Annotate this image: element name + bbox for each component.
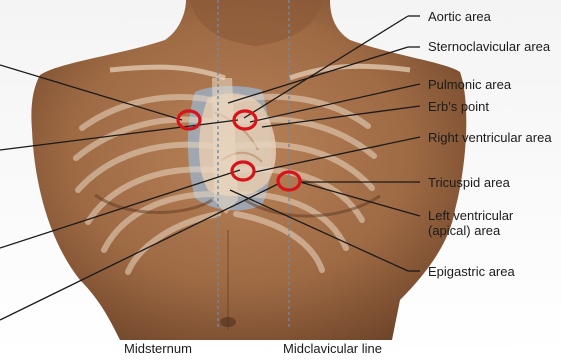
label-sternoclavicular-area: Sternoclavicular area [428,39,561,54]
navel [220,317,236,327]
label-midclavicular-line: Midclavicular line [283,341,382,356]
label-tricuspid-area: Tricuspid area [428,175,510,190]
label-midsternum: Midsternum [124,341,192,356]
label-right-ventricular-area: Right ventricular area [428,130,558,145]
label-epigastric-area: Epigastric area [428,264,515,279]
label-erbs-point: Erb's point [428,99,489,114]
label-aortic-area: Aortic area [428,9,491,24]
label-left-ventricular-area: Left ventricular (apical) area [428,208,553,238]
label-pulmonic-area: Pulmonic area [428,77,511,92]
